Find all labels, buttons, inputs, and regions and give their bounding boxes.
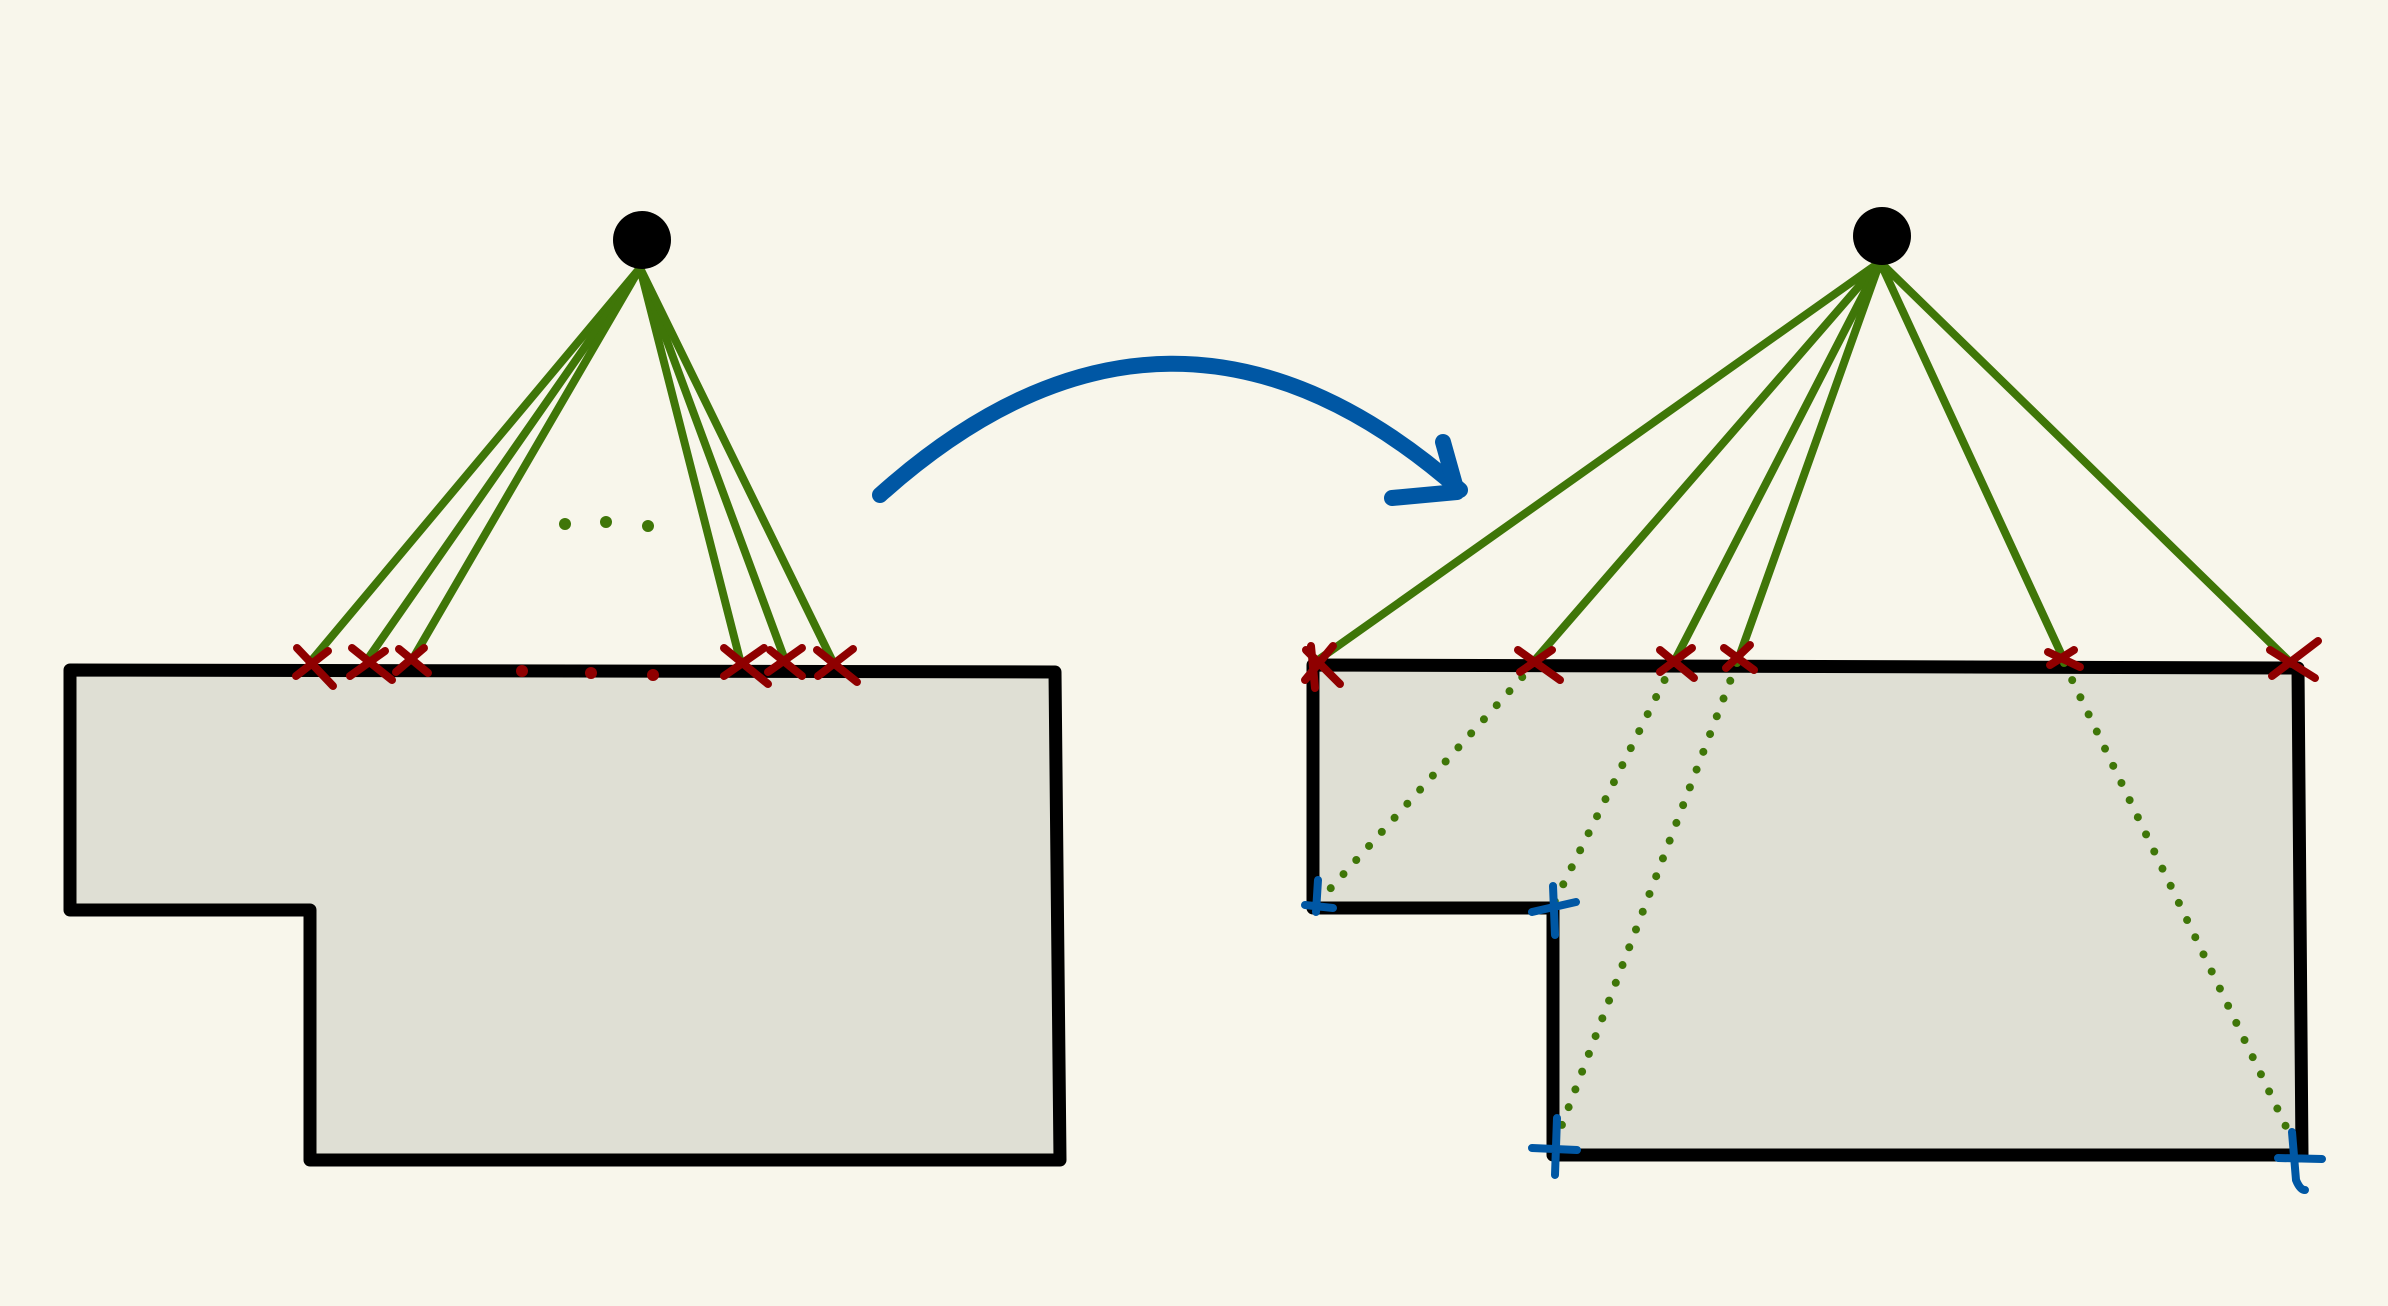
x-mark-icon xyxy=(1720,641,1758,674)
transition-arrow xyxy=(872,355,1468,506)
ray xyxy=(1734,258,1884,664)
ellipsis-dots-green xyxy=(559,516,654,532)
x-mark-icon xyxy=(813,645,861,686)
x-mark-icon xyxy=(2044,646,2084,671)
x-mark-icon xyxy=(1301,642,1344,692)
ellipsis-dot xyxy=(585,667,597,679)
ellipsis-dot xyxy=(600,516,612,528)
left-rays xyxy=(308,264,836,664)
ray xyxy=(636,264,789,664)
light-source-dot xyxy=(613,211,671,269)
ray xyxy=(363,264,644,664)
right-sample-marks xyxy=(1301,637,2322,692)
x-mark-icon xyxy=(1514,646,1564,684)
plus-mark-icon xyxy=(2274,1128,2326,1194)
ellipsis-dots-red xyxy=(516,665,659,681)
ray xyxy=(408,264,644,664)
ray xyxy=(1314,258,1884,664)
x-mark-icon xyxy=(764,644,806,680)
ray xyxy=(636,264,744,664)
ellipsis-dot xyxy=(559,518,571,530)
light-source-dot xyxy=(1853,207,1911,265)
x-mark-icon xyxy=(2266,637,2322,682)
x-mark-icon xyxy=(392,644,432,677)
dotted-ray xyxy=(1556,659,1741,1134)
ellipsis-dot xyxy=(642,520,654,532)
ray xyxy=(1531,258,1884,664)
dotted-extensions xyxy=(1316,659,2294,1139)
ellipsis-dot xyxy=(647,669,659,681)
ray xyxy=(1671,258,1884,664)
x-mark-icon xyxy=(346,644,396,684)
ray xyxy=(636,264,836,664)
ray xyxy=(1876,258,2296,668)
curved-arrow-icon xyxy=(872,355,1468,503)
plus-mark-icon xyxy=(1301,876,1337,916)
right-rays xyxy=(1314,258,2296,668)
dotted-ray xyxy=(2060,659,2294,1139)
left-sample-marks xyxy=(292,644,861,690)
dotted-ray xyxy=(1316,659,1539,904)
left-panel xyxy=(63,211,1067,1167)
right-corner-marks xyxy=(1301,876,2326,1194)
x-mark-icon xyxy=(1656,644,1698,682)
x-mark-icon xyxy=(292,644,337,690)
dotted-ray xyxy=(1549,659,1677,909)
ray xyxy=(308,264,644,664)
left-l-shape xyxy=(63,663,1067,1167)
arrow-head-icon xyxy=(1384,434,1465,506)
x-mark-icon xyxy=(720,644,772,688)
plus-mark-icon xyxy=(1528,882,1580,939)
ray xyxy=(1876,258,2068,664)
right-panel xyxy=(1301,207,2326,1194)
plus-mark-icon xyxy=(1528,1114,1581,1179)
ellipsis-dot xyxy=(516,665,528,677)
